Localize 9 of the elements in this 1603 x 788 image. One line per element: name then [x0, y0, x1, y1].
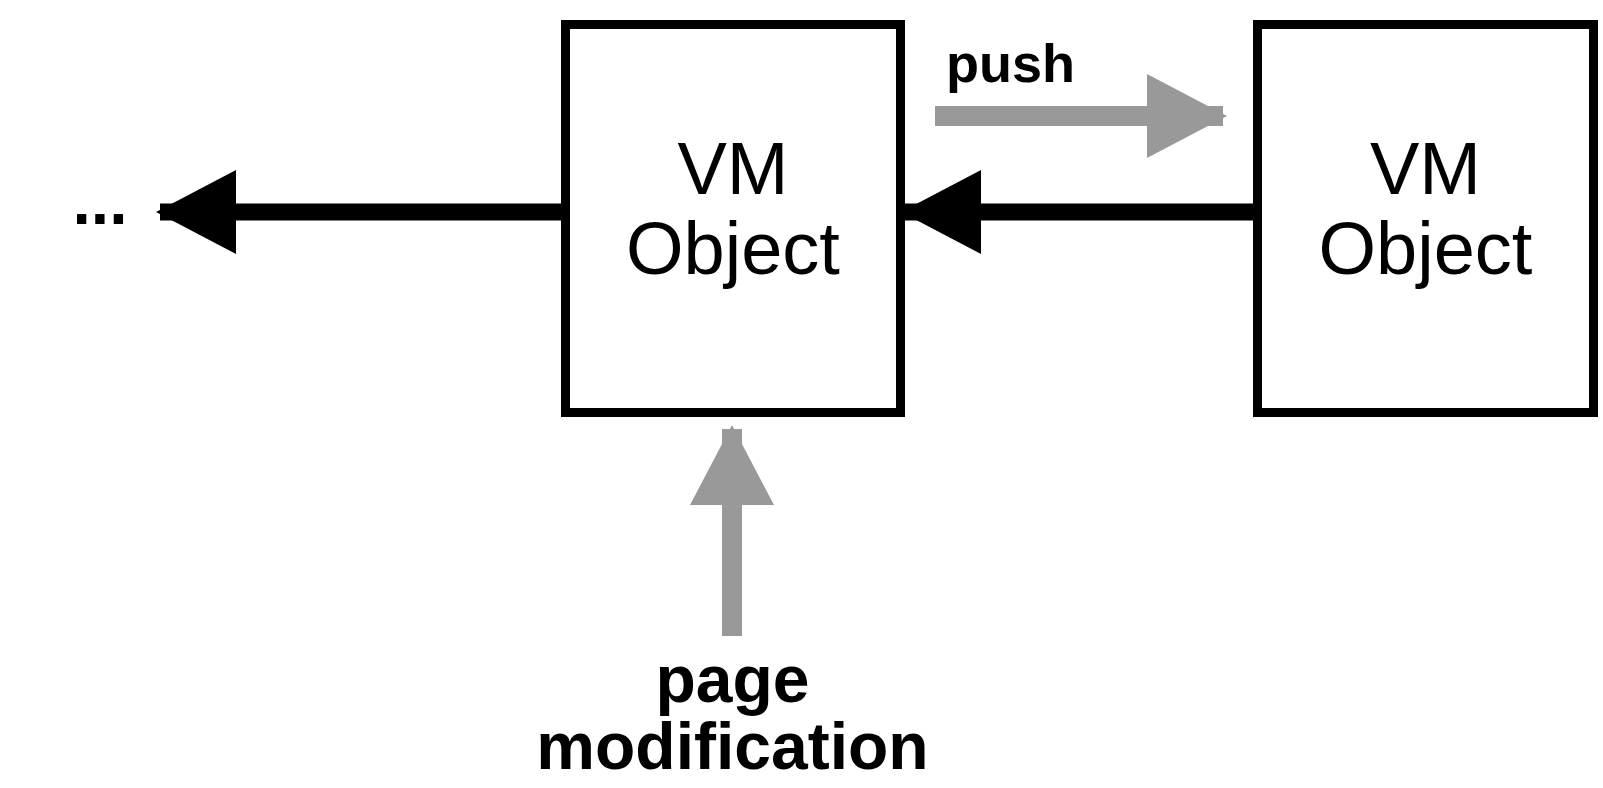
arrow [690, 425, 774, 636]
node-label: ... [72, 168, 128, 236]
process-box [1253, 20, 1598, 417]
box-label: VM Object [1317, 129, 1534, 289]
box-label: VM Object [625, 129, 841, 289]
node-label: page modification [535, 645, 930, 781]
arrow [935, 74, 1227, 158]
arrow [156, 170, 561, 254]
process-box [561, 20, 905, 417]
